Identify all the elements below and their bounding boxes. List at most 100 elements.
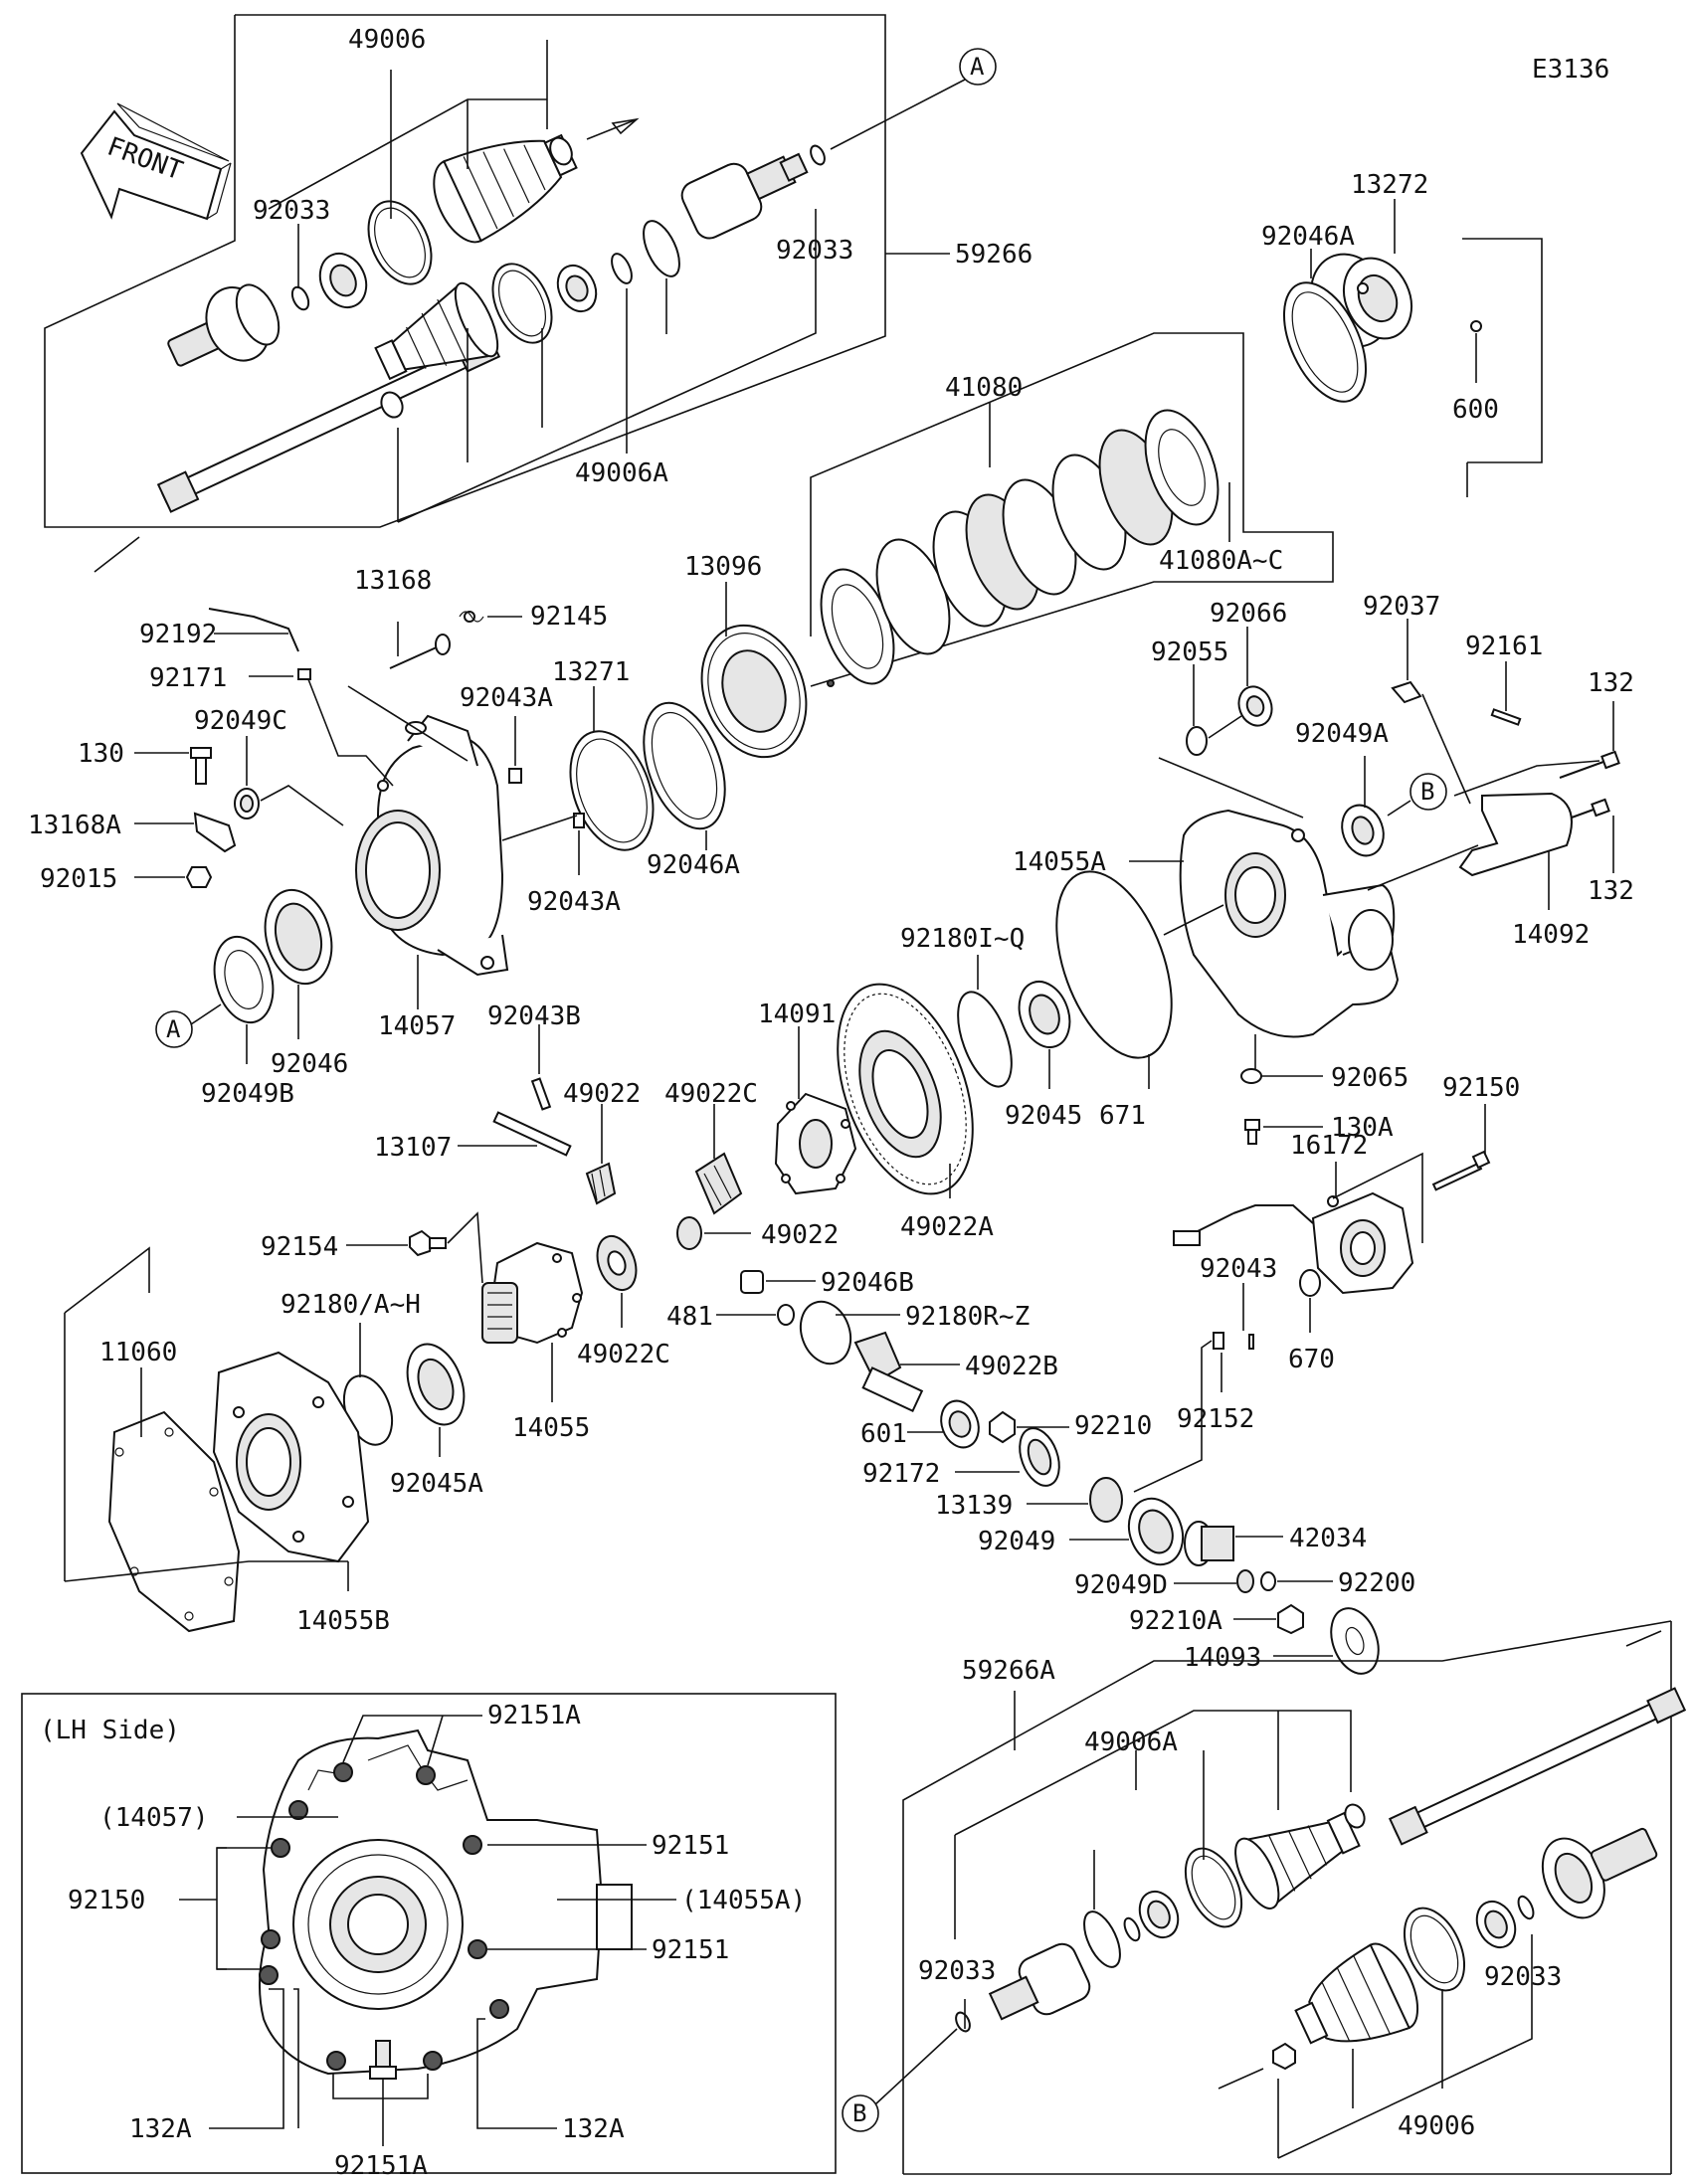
label-92043: 92043 <box>1200 1254 1277 1284</box>
label-671: 671 <box>1099 1101 1146 1131</box>
nut-92015 <box>185 866 213 888</box>
callout-b-bottom: B <box>842 2094 879 2132</box>
label-49006-top: 49006 <box>348 25 426 55</box>
inset-label-132a-left: 132A <box>129 2114 192 2144</box>
label-92172: 92172 <box>862 1459 940 1489</box>
label-92049c: 92049C <box>194 706 287 736</box>
washer-92065 <box>1240 1068 1262 1084</box>
coupling-42034 <box>1184 1521 1234 1566</box>
label-130a: 130A <box>1331 1113 1394 1143</box>
label-13168: 13168 <box>354 566 432 596</box>
diff-case-14055 <box>481 1241 584 1345</box>
label-59266a: 59266A <box>962 1656 1055 1686</box>
shim-92180i-q <box>957 991 1013 1088</box>
gasket-11060 <box>107 1410 241 1633</box>
label-13271: 13271 <box>552 657 630 687</box>
inset-lh-side: (LH Side) <box>21 1693 837 2174</box>
label-92180-a-h: 92180/A~H <box>281 1290 421 1320</box>
svg-text:A: A <box>166 1015 181 1043</box>
clutch-plate-group <box>810 332 1334 687</box>
callout-a-top: A <box>959 48 997 86</box>
oring-671 <box>1055 870 1173 1059</box>
label-92049a: 92049A <box>1295 719 1389 749</box>
label-92043a-a: 92043A <box>460 683 553 713</box>
label-49022a: 49022A <box>900 1212 994 1242</box>
label-13168a: 13168A <box>28 811 121 840</box>
inset-label-92151-a: 92151 <box>652 1831 729 1861</box>
side-gear-49022c-a <box>694 1152 743 1215</box>
lever-13168a <box>193 812 237 853</box>
pin-92161 <box>1490 708 1522 726</box>
label-92033-top-left: 92033 <box>253 196 330 226</box>
oring-92200 <box>1260 1571 1276 1591</box>
clutch-hub-13096 <box>700 582 808 759</box>
housing-14057 <box>355 714 509 977</box>
coupler-13139 <box>1089 1477 1123 1523</box>
oring-92055 <box>1186 726 1208 756</box>
label-14093: 14093 <box>1184 1643 1261 1673</box>
needle-bearing-92046a <box>643 701 726 830</box>
label-92154: 92154 <box>261 1232 338 1262</box>
bolt-92150 <box>1431 1162 1483 1191</box>
svg-text:B: B <box>1420 778 1434 806</box>
cover-14055b <box>212 1351 370 1563</box>
label-92210a: 92210A <box>1129 1606 1222 1636</box>
inset-label-92151a-bottom: 92151A <box>334 2151 428 2181</box>
diff-case-14091 <box>774 1092 857 1195</box>
diagram-code: E3136 <box>1532 55 1609 85</box>
label-13096: 13096 <box>684 552 762 582</box>
svg-text:B: B <box>852 2099 866 2127</box>
label-92171: 92171 <box>149 663 227 693</box>
seal-92049b <box>213 935 275 1024</box>
label-130: 130 <box>78 739 124 769</box>
top-right-bracket-group <box>1282 199 1543 497</box>
label-92055: 92055 <box>1151 637 1228 667</box>
label-92180i-q: 92180I~Q <box>900 924 1025 954</box>
label-49022-b: 49022 <box>761 1220 839 1250</box>
clip-92152 <box>1213 1332 1224 1350</box>
shift-lever-13168 <box>389 611 522 669</box>
label-92180r-z: 92180R~Z <box>905 1302 1030 1332</box>
label-92049d: 92049D <box>1074 1570 1168 1600</box>
bolt-130 <box>190 747 212 785</box>
inset-label-92151a-top: 92151A <box>487 1701 581 1730</box>
label-92046: 92046 <box>271 1049 348 1079</box>
inset-label-14055a: (14055A) <box>681 1886 806 1915</box>
pinion-gear-49022-a <box>585 1162 617 1205</box>
label-92045-right: 92045 <box>1005 1101 1082 1131</box>
label-49006a-bottom: 49006A <box>1084 1728 1178 1757</box>
inset-label-92150: 92150 <box>68 1886 145 1915</box>
clip-92037 <box>1391 680 1422 704</box>
shaft-13107 <box>492 1111 572 1157</box>
pin-92043a-b <box>573 813 585 828</box>
pin-92043b <box>530 1077 552 1111</box>
label-92150-top: 92150 <box>1442 1073 1520 1103</box>
label-92046a-mid: 92046A <box>647 850 740 880</box>
label-92033-bottom-right: 92033 <box>1484 1962 1562 1992</box>
label-13107: 13107 <box>374 1133 452 1163</box>
label-16172: 16172 <box>1290 1131 1368 1161</box>
label-49022b: 49022B <box>965 1352 1058 1381</box>
callout-a-left: A <box>155 1010 193 1048</box>
drive-pinion-49022b <box>853 1331 924 1412</box>
side-gear-49022c-b <box>596 1234 638 1292</box>
label-601: 601 <box>860 1419 907 1449</box>
label-49022c-a: 49022C <box>664 1079 758 1109</box>
label-92043a-b: 92043A <box>527 887 621 917</box>
label-600: 600 <box>1452 395 1499 425</box>
pin-92043 <box>1248 1334 1254 1350</box>
label-92192: 92192 <box>139 620 217 649</box>
label-92037: 92037 <box>1363 592 1440 622</box>
label-49006a-top: 49006A <box>575 458 668 488</box>
oring-670 <box>1299 1269 1321 1297</box>
ring-gear-49022a <box>837 983 974 1195</box>
bracket-14092 <box>1458 792 1573 877</box>
bearing-92046b <box>740 1270 764 1294</box>
inset-title: (LH Side) <box>40 1716 180 1745</box>
front-arrow-icon: FRONT <box>80 102 232 221</box>
label-13272: 13272 <box>1351 170 1428 200</box>
label-92045a: 92045A <box>390 1469 483 1499</box>
label-92049: 92049 <box>978 1527 1055 1556</box>
